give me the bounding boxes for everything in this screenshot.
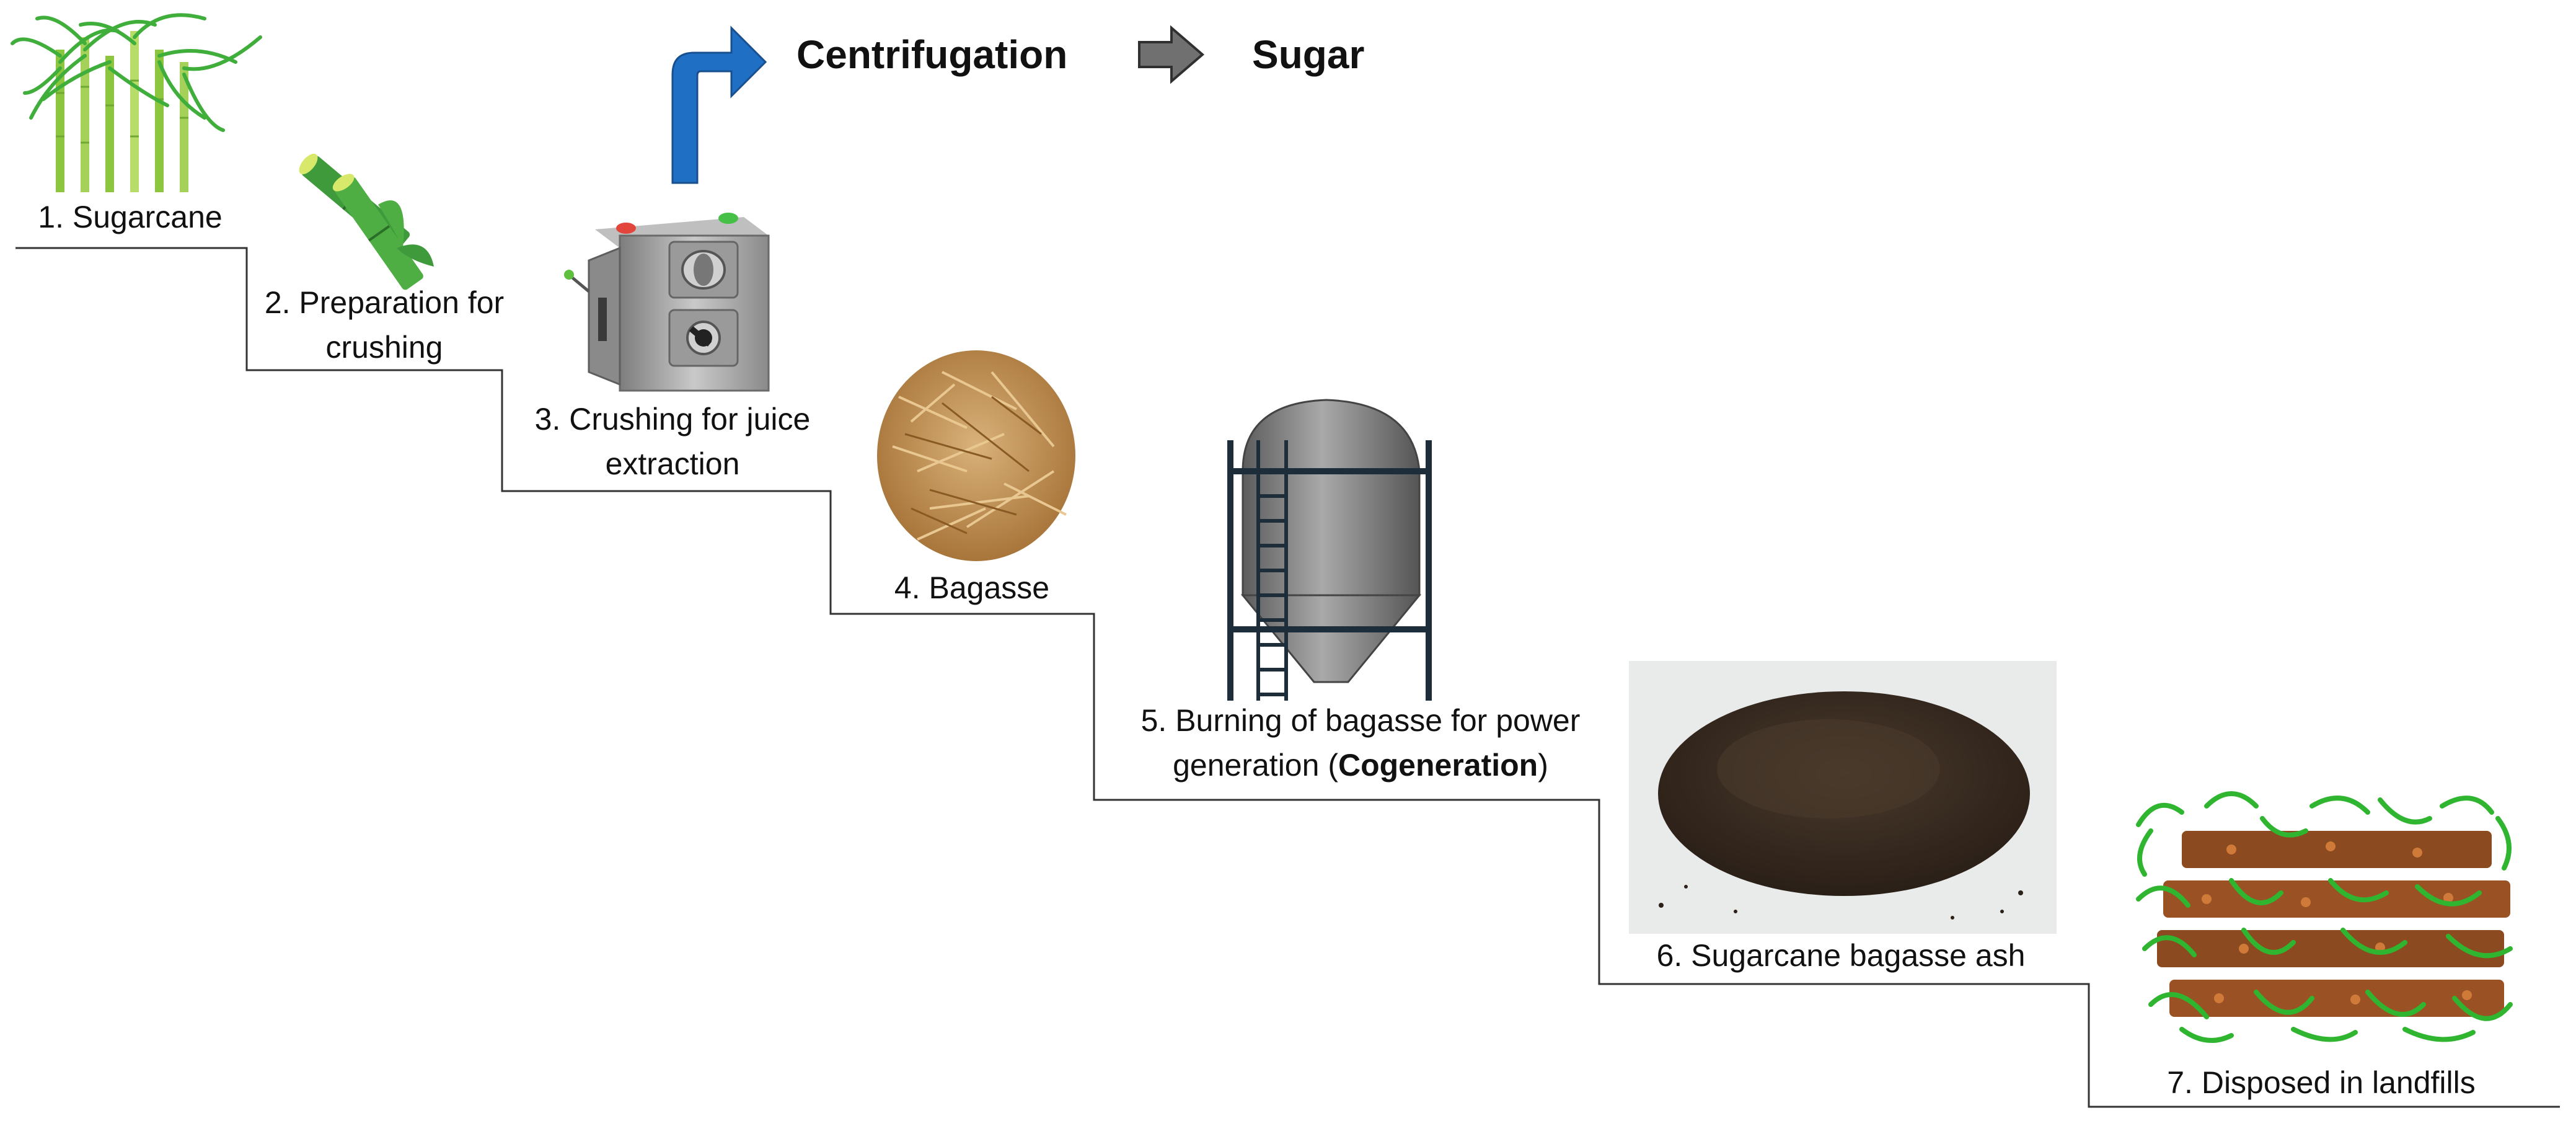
blue-up-arrow-icon	[671, 25, 767, 184]
bagasse-ash-photo	[1629, 661, 2057, 934]
step-5-line-2: generation (Cogeneration)	[1141, 743, 1581, 787]
step-1-label: 1. Sugarcane	[38, 200, 223, 234]
step-5-line-2-pre: generation (	[1173, 748, 1338, 782]
sugarcane-icon	[11, 13, 262, 192]
staircase-line	[15, 247, 2560, 1108]
step-5-label: 5. Burning of bagasse for power generati…	[1141, 698, 1581, 787]
bagasse-pile-icon	[877, 350, 1075, 561]
centrifugation-label: Centrifugation	[796, 32, 1068, 77]
step-2-label: 2. Preparation for crushing	[265, 280, 504, 370]
step-3-line-2: extraction	[605, 446, 740, 481]
step-3-label: 3. Crushing for juice extraction	[535, 397, 811, 486]
gray-right-arrow-icon	[1138, 25, 1205, 84]
step-4-label: 4. Bagasse	[894, 570, 1050, 605]
step-2-line-1: 2. Preparation for	[264, 285, 505, 320]
step-6-label: 6. Sugarcane bagasse ash	[1656, 938, 2026, 973]
crushing-machine-icon	[564, 213, 770, 392]
step-5-line-1: 5. Burning of bagasse for power	[1140, 703, 1581, 738]
step-7-label: 7. Disposed in landfills	[2167, 1065, 2476, 1100]
sugar-label: Sugar	[1252, 32, 1365, 77]
landfill-icon	[2136, 791, 2513, 1043]
step-3-line-1: 3. Crushing for juice	[534, 402, 811, 437]
step-5-line-2-post: )	[1538, 748, 1548, 782]
cogeneration-term: Cogeneration	[1338, 748, 1538, 782]
cut-sugarcane-icon	[299, 153, 434, 290]
step-2-line-2: crushing	[325, 330, 443, 365]
boiler-silo-icon	[1227, 399, 1432, 701]
